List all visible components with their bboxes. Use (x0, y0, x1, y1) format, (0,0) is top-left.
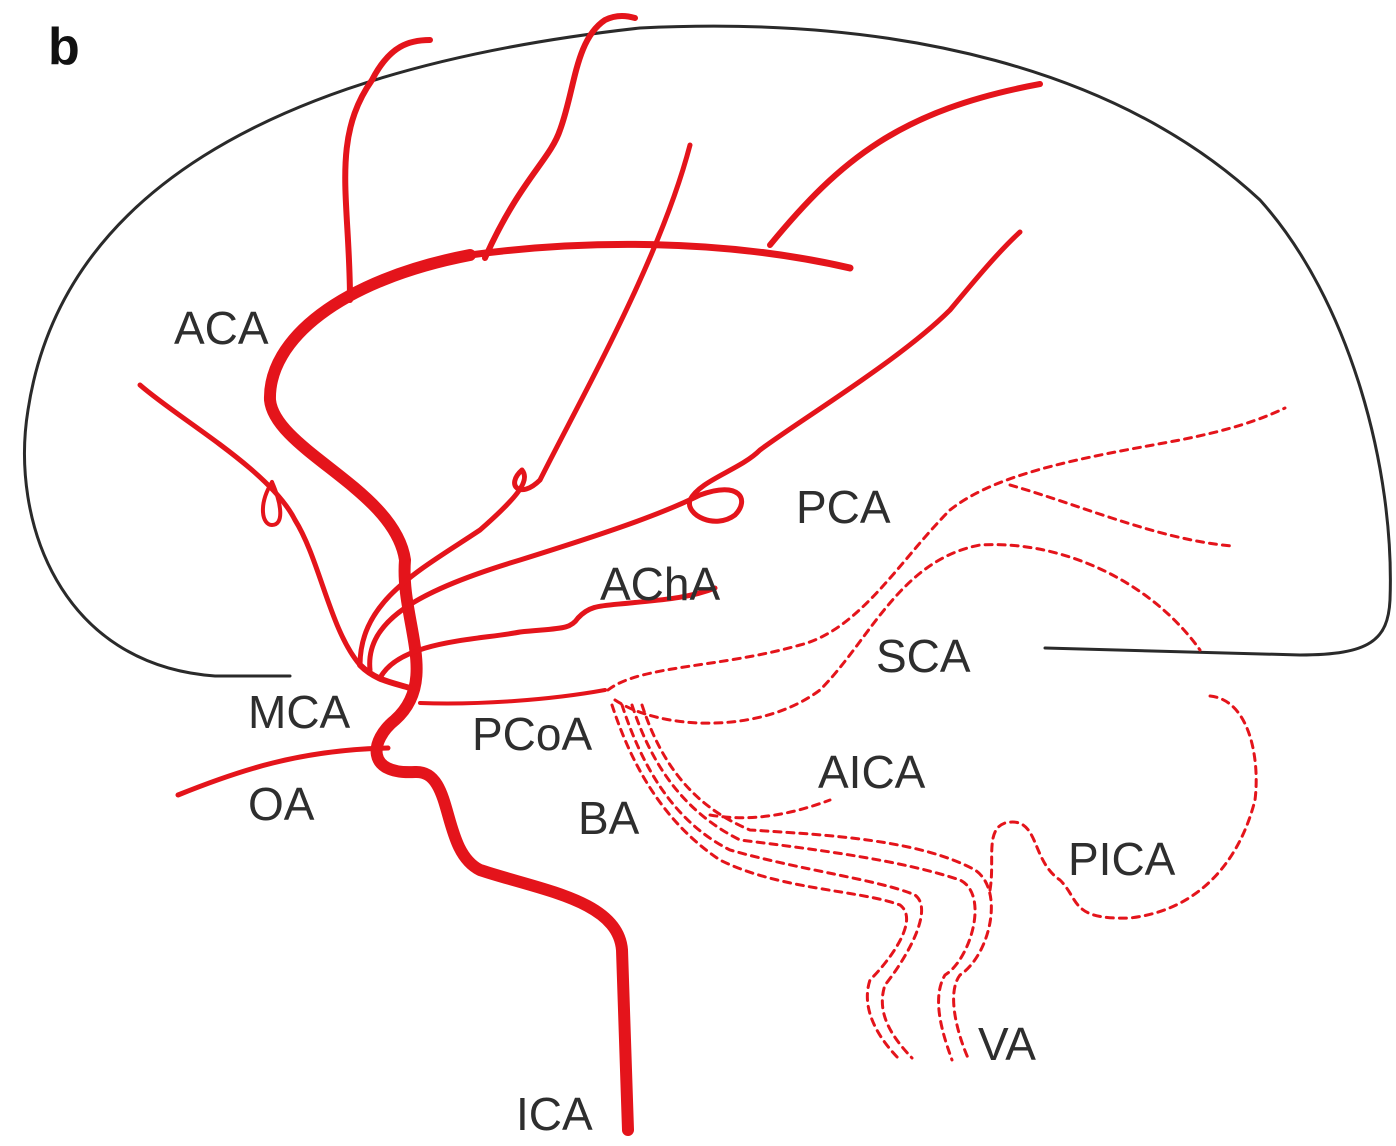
label-aca: ACA (174, 302, 269, 354)
label-pcoa: PCoA (472, 708, 592, 760)
ba-dashed-4 (642, 705, 991, 1058)
aica-dashed (710, 800, 830, 818)
label-mca: MCA (248, 686, 351, 738)
label-aica: AICA (818, 746, 926, 798)
pca-dashed-2 (1010, 485, 1232, 546)
panel-letter: b (48, 18, 80, 76)
label-oa: OA (248, 778, 315, 830)
aca-branch-1 (345, 40, 430, 300)
pcoa-vessel (420, 690, 605, 703)
label-acha: AChA (600, 558, 720, 610)
label-pca: PCA (796, 481, 891, 533)
label-ba: BA (578, 792, 640, 844)
aca-main-branch (470, 244, 850, 268)
aca-branch-3 (770, 84, 1040, 245)
label-sca: SCA (876, 630, 971, 682)
anterior-circulation (140, 16, 1040, 1130)
posterior-circulation (608, 408, 1285, 1060)
label-va: VA (978, 1018, 1036, 1070)
label-ica: ICA (516, 1088, 593, 1140)
label-pica: PICA (1068, 833, 1176, 885)
aca-branch-2 (485, 16, 635, 258)
mca-branch-1 (140, 385, 360, 665)
